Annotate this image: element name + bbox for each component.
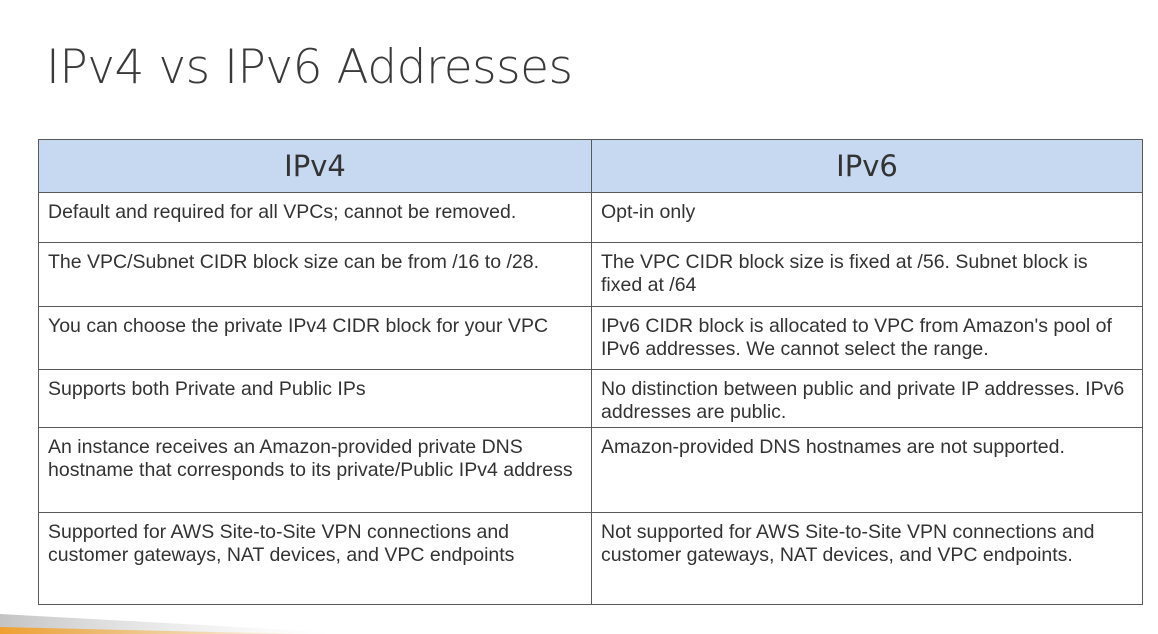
slide-corner-decoration [0, 614, 330, 634]
ipv4-cell: You can choose the private IPv4 CIDR blo… [38, 306, 592, 370]
corner-orange-stripe [0, 627, 300, 634]
table-row: Default and required for all VPCs; canno… [38, 192, 1143, 243]
table-row: An instance receives an Amazon-provided … [38, 427, 1143, 513]
ipv6-cell: The VPC CIDR block size is fixed at /56.… [591, 242, 1143, 307]
ipv6-cell: Amazon-provided DNS hostnames are not su… [591, 427, 1143, 513]
ipv6-cell: IPv6 CIDR block is allocated to VPC from… [591, 306, 1143, 370]
comparison-table: IPv4 IPv6 Default and required for all V… [38, 139, 1143, 605]
ipv6-cell: Opt-in only [591, 192, 1143, 243]
column-header-ipv6: IPv6 [591, 139, 1143, 193]
slide-title: IPv4 vs IPv6 Addresses [46, 40, 573, 95]
table-header-row: IPv4 IPv6 [38, 139, 1143, 193]
ipv6-cell: Not supported for AWS Site-to-Site VPN c… [591, 512, 1143, 605]
ipv4-cell: An instance receives an Amazon-provided … [38, 427, 592, 513]
ipv4-cell: Supported for AWS Site-to-Site VPN conne… [38, 512, 592, 605]
table-row: Supported for AWS Site-to-Site VPN conne… [38, 512, 1143, 605]
column-header-ipv4: IPv4 [38, 139, 592, 193]
table-row: The VPC/Subnet CIDR block size can be fr… [38, 242, 1143, 307]
ipv4-cell: The VPC/Subnet CIDR block size can be fr… [38, 242, 592, 307]
table-row: Supports both Private and Public IPs No … [38, 369, 1143, 428]
corner-grey-stripe [0, 614, 330, 634]
ipv6-cell: No distinction between public and privat… [591, 369, 1143, 428]
ipv4-cell: Default and required for all VPCs; canno… [38, 192, 592, 243]
table-row: You can choose the private IPv4 CIDR blo… [38, 306, 1143, 370]
ipv4-cell: Supports both Private and Public IPs [38, 369, 592, 428]
